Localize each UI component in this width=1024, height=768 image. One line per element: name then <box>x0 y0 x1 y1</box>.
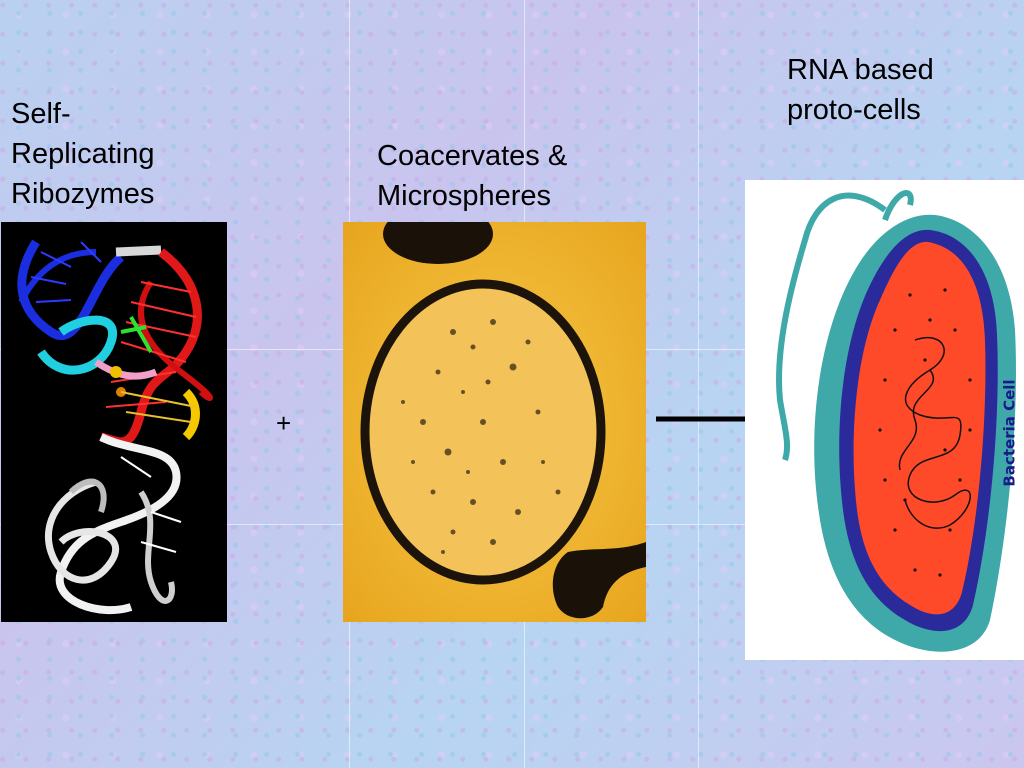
bacteria-cell-drawing <box>776 190 1016 652</box>
ribozymes-label: Self- Replicating Ribozymes <box>11 94 154 214</box>
coacervates-label-line2: Microspheres <box>377 180 552 212</box>
protocells-label: RNA based proto-cells <box>787 50 934 130</box>
coacervate-drawing <box>343 222 646 622</box>
plus-operator: + <box>276 408 292 438</box>
coacervates-label: Coacervates & Microspheres <box>377 136 567 216</box>
coacervates-label-line1: Coacervates & <box>377 140 568 172</box>
ribozymes-label-line3: Ribozymes <box>11 178 155 210</box>
coacervate-micrograph-image <box>343 222 646 622</box>
ribozymes-label-line1: Self- <box>11 98 71 130</box>
protocells-label-line1: RNA based <box>787 54 934 86</box>
ribozymes-label-line2: Replicating <box>11 138 155 170</box>
bacteria-cell-caption: Bacteria Cell <box>1000 363 1020 503</box>
grid-line <box>698 0 699 768</box>
bacteria-cell-image: Bacteria Cell <box>745 180 1024 660</box>
ribozyme-structure-image <box>1 222 227 622</box>
protocells-label-line2: proto-cells <box>787 94 921 126</box>
ribozyme-structure-drawing <box>17 239 213 615</box>
bacteria-cell-caption-text: Bacteria Cell <box>1001 379 1020 487</box>
